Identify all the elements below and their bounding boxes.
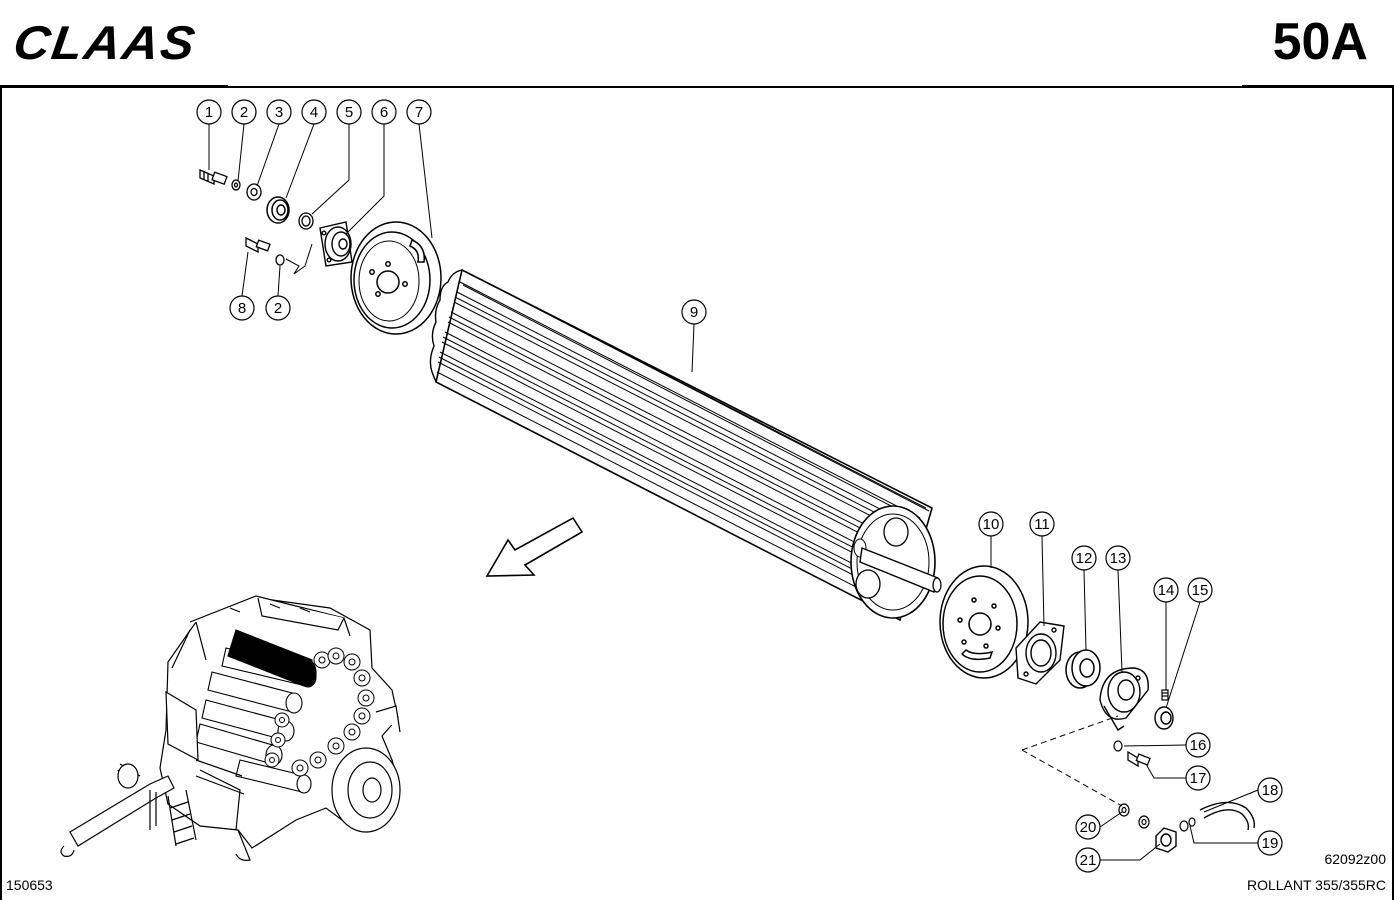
baler-overview-illustration xyxy=(60,595,401,861)
svg-text:17: 17 xyxy=(1190,770,1207,787)
callout-8[interactable]: 8 xyxy=(229,295,255,321)
callout-17[interactable]: 17 xyxy=(1185,765,1211,791)
svg-text:1: 1 xyxy=(205,104,213,121)
callout-13[interactable]: 13 xyxy=(1105,545,1131,571)
svg-text:12: 12 xyxy=(1076,550,1093,567)
svg-text:2: 2 xyxy=(274,300,282,317)
svg-text:18: 18 xyxy=(1262,782,1279,799)
callout-3[interactable]: 3 xyxy=(266,99,292,125)
bearing-part-12 xyxy=(1065,649,1101,689)
footer-left-code: 150653 xyxy=(6,877,53,893)
end-plate-part-7 xyxy=(350,221,442,335)
callout-11[interactable]: 11 xyxy=(1029,511,1055,537)
svg-text:3: 3 xyxy=(275,104,283,121)
drawing-frame xyxy=(0,86,1394,900)
callout-labels: 1 2 3 4 5 6 7 8 2 9 10 11 12 13 14 15 16… xyxy=(196,99,1283,873)
callout-7[interactable]: 7 xyxy=(406,99,432,125)
svg-text:10: 10 xyxy=(983,516,1000,533)
callout-2[interactable]: 2 xyxy=(231,99,257,125)
callout-9[interactable]: 9 xyxy=(681,299,707,325)
svg-text:8: 8 xyxy=(238,300,246,317)
nut-part-21 xyxy=(1155,827,1177,853)
bolt-part-8 xyxy=(245,236,271,254)
callout-2b[interactable]: 2 xyxy=(265,295,291,321)
svg-text:14: 14 xyxy=(1158,582,1175,599)
svg-text:6: 6 xyxy=(380,104,388,121)
end-plate-part-10 xyxy=(939,565,1029,679)
bearing-part-4 xyxy=(266,196,290,224)
washer-part-3 xyxy=(246,183,262,201)
roller-part-9 xyxy=(429,268,942,622)
washer-part-2b xyxy=(275,254,285,266)
callout-leaders xyxy=(208,123,1259,861)
callout-21[interactable]: 21 xyxy=(1075,847,1101,873)
drawing-code: 62092z00 xyxy=(1324,851,1386,867)
hose-part-18 xyxy=(1199,801,1256,831)
callout-4[interactable]: 4 xyxy=(301,99,327,125)
highlighted-roller xyxy=(227,629,313,687)
fitting-part-19 xyxy=(1179,817,1196,832)
direction-arrow-icon xyxy=(485,516,584,577)
assembly-dashed-leader xyxy=(1021,715,1123,807)
svg-text:4: 4 xyxy=(310,104,318,121)
svg-text:7: 7 xyxy=(415,104,423,121)
callout-20[interactable]: 20 xyxy=(1075,814,1101,840)
bolt-part-1 xyxy=(199,169,228,185)
collar-part-15 xyxy=(1154,706,1174,730)
flange-plate-part-11 xyxy=(1015,621,1065,685)
svg-text:20: 20 xyxy=(1080,819,1097,836)
callout-10[interactable]: 10 xyxy=(978,511,1004,537)
svg-text:5: 5 xyxy=(345,104,353,121)
washer-part-16 xyxy=(1113,740,1123,752)
svg-text:15: 15 xyxy=(1192,582,1209,599)
svg-text:2: 2 xyxy=(240,104,248,121)
svg-text:19: 19 xyxy=(1262,835,1279,852)
svg-text:13: 13 xyxy=(1110,550,1127,567)
bolt-part-17 xyxy=(1127,750,1151,768)
callout-5[interactable]: 5 xyxy=(336,99,362,125)
svg-text:11: 11 xyxy=(1034,516,1050,533)
svg-text:9: 9 xyxy=(690,304,698,321)
flange-part-6 xyxy=(319,221,353,267)
grease-nipple-part-14 xyxy=(1161,689,1169,701)
model-name: ROLLANT 355/355RC xyxy=(1246,877,1386,893)
ring-part-5 xyxy=(298,212,314,230)
housing-part-13 xyxy=(1099,667,1149,731)
washer-part-20 xyxy=(1118,803,1150,829)
svg-text:16: 16 xyxy=(1190,737,1207,754)
svg-text:21: 21 xyxy=(1080,852,1097,869)
callout-15[interactable]: 15 xyxy=(1187,577,1213,603)
page-code: 50A xyxy=(1272,13,1368,71)
callout-1[interactable]: 1 xyxy=(196,99,222,125)
callout-12[interactable]: 12 xyxy=(1071,545,1097,571)
assembly-leader xyxy=(285,243,313,275)
callout-16[interactable]: 16 xyxy=(1185,732,1211,758)
callout-14[interactable]: 14 xyxy=(1153,577,1179,603)
callout-19[interactable]: 19 xyxy=(1257,830,1283,856)
callout-6[interactable]: 6 xyxy=(371,99,397,125)
washer-part-2 xyxy=(231,179,241,191)
callout-18[interactable]: 18 xyxy=(1257,777,1283,803)
